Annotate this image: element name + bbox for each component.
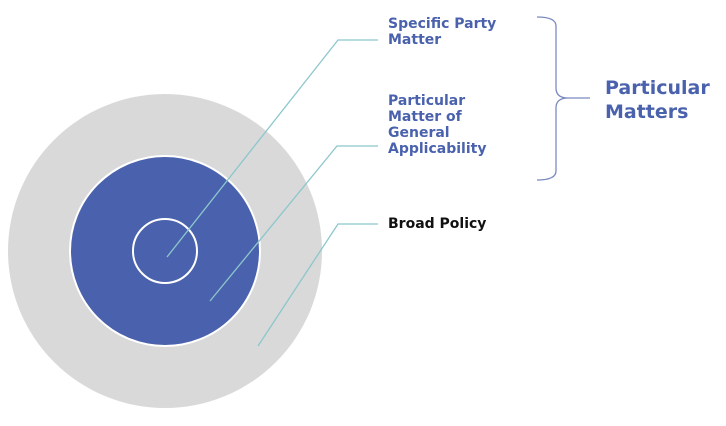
label-line: Matter of: [388, 109, 462, 125]
label-broad-policy: Broad Policy: [388, 216, 487, 232]
specific-party-circle: [132, 218, 198, 284]
label-particular-matters: Particular Matters: [605, 76, 710, 124]
label-line: General: [388, 125, 450, 141]
label-line: Applicability: [388, 141, 487, 157]
label-line: Matter: [388, 32, 442, 48]
right-brace: [536, 16, 590, 181]
label-line: Specific Party: [388, 16, 497, 32]
leader-line-specific-party: [166, 39, 378, 258]
label-line: Particular: [605, 77, 710, 99]
label-specific-party-matter: Specific Party Matter: [388, 16, 496, 48]
label-line: Particular: [388, 93, 466, 109]
leader-line-general-applicability: [209, 145, 378, 302]
leader-line-broad-policy: [257, 223, 378, 347]
label-line: Matters: [605, 101, 689, 123]
label-general-applicability: Particular Matter of General Applicabili…: [388, 93, 486, 157]
